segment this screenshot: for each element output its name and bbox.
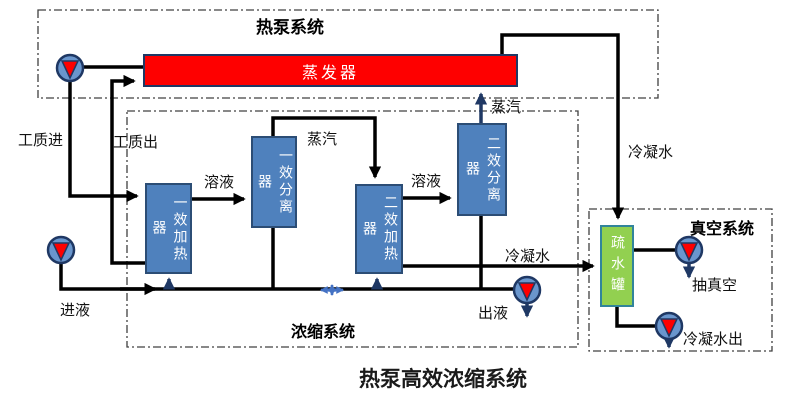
label-working-fluid-in: 工质进 bbox=[18, 131, 64, 149]
heat-pump-system-boundary bbox=[37, 9, 659, 99]
separator2-label: 二效分离器 bbox=[464, 135, 501, 204]
evaporator-label: 蒸发器 bbox=[301, 62, 359, 82]
label-condensate-right: 冷凝水 bbox=[628, 143, 674, 161]
separator1-label: 一效分离器 bbox=[256, 148, 293, 216]
separator1-box: 一效分离器 bbox=[251, 136, 297, 228]
pipe-working-fluid-out bbox=[110, 74, 146, 265]
label-working-fluid-out: 工质出 bbox=[113, 133, 159, 151]
pump-icon-discharge bbox=[512, 275, 542, 305]
label-steam2: 蒸汽 bbox=[491, 98, 522, 116]
pipe-working-fluid-in bbox=[68, 80, 139, 203]
pump-icon-feed bbox=[46, 235, 76, 265]
concentration-system-title: 浓缩系统 bbox=[291, 322, 356, 341]
pump-icon-condensate-out bbox=[654, 311, 684, 341]
heater1-label: 一效加热器 bbox=[150, 194, 188, 263]
label-liquid-out: 出液 bbox=[478, 304, 509, 322]
heater1-box: 一效加热器 bbox=[145, 183, 192, 274]
pump-icon-vacuum bbox=[674, 235, 704, 265]
pipe-condensate-top bbox=[500, 33, 625, 220]
vacuum-system-boundary bbox=[588, 208, 773, 352]
label-steam1: 蒸汽 bbox=[307, 130, 338, 148]
label-condensate-out: 冷凝水出 bbox=[683, 330, 744, 348]
vacuum-system-title: 真空系统 bbox=[690, 219, 755, 238]
label-solution1: 溶液 bbox=[204, 173, 235, 191]
label-solution2: 溶液 bbox=[411, 172, 442, 190]
drain-tank-label: 疏水罐 bbox=[609, 234, 625, 298]
pipe-main-bottom bbox=[59, 262, 516, 291]
four-way-arrow-icon bbox=[319, 283, 345, 297]
diagram-title: 热泵高效浓缩系统 bbox=[359, 367, 527, 391]
heater2-label: 二效加热器 bbox=[361, 195, 398, 263]
pipe-tank-bottom bbox=[615, 307, 656, 328]
label-condensate-mid: 冷凝水 bbox=[505, 247, 551, 265]
concentration-system-boundary bbox=[126, 110, 579, 348]
label-vacuum-out: 抽真空 bbox=[692, 276, 738, 294]
drain-tank-box: 疏水罐 bbox=[600, 225, 634, 307]
pipe-steam-effect1 bbox=[271, 116, 382, 179]
evaporator-box: 蒸发器 bbox=[143, 54, 518, 87]
heater2-box: 二效加热器 bbox=[355, 184, 403, 274]
pump-icon-working-fluid bbox=[55, 53, 85, 83]
separator2-box: 二效分离器 bbox=[457, 123, 507, 216]
label-feed-in: 进液 bbox=[60, 301, 91, 319]
heat-pump-system-title: 热泵系统 bbox=[256, 18, 324, 38]
